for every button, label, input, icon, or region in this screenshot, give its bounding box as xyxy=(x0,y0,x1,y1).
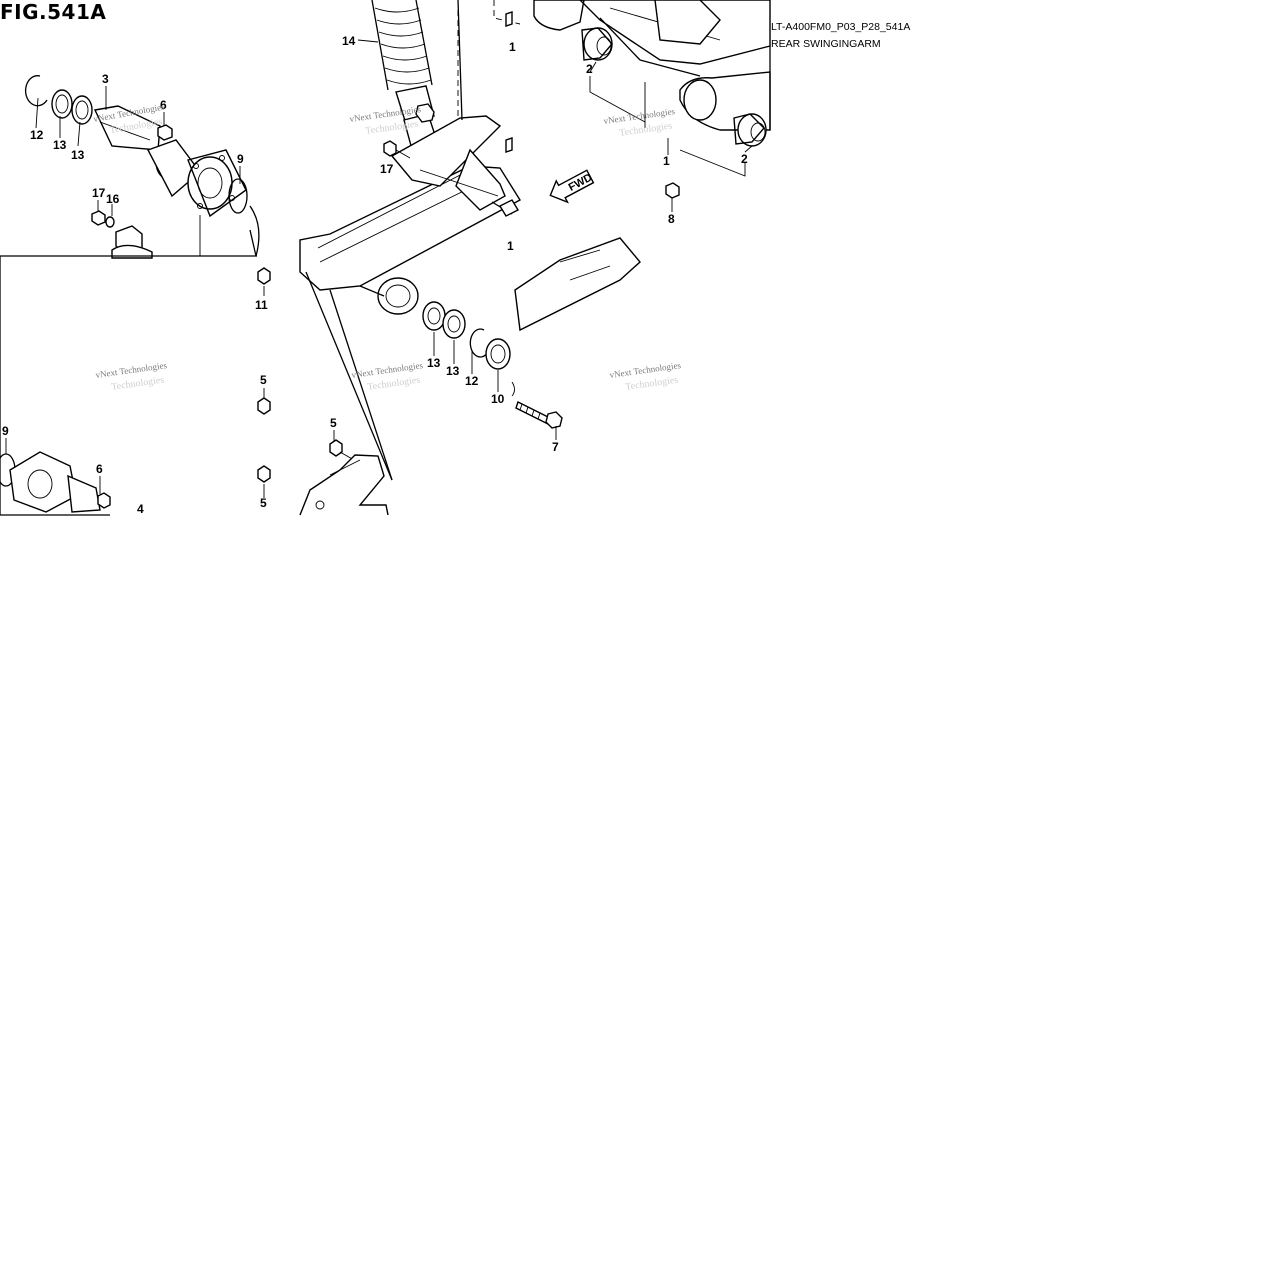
inset-lower-housing xyxy=(0,256,111,516)
fwd-label: FWD xyxy=(567,172,595,194)
leader-lines xyxy=(5,39,753,498)
callout-5b: 5 xyxy=(260,496,267,510)
o-ring-9a xyxy=(228,178,248,214)
washer-16 xyxy=(105,216,115,228)
callout-14: 14 xyxy=(342,34,356,48)
callout-2a: 2 xyxy=(586,62,593,76)
callout-13d: 13 xyxy=(446,364,460,378)
watermark-5b: Technologies xyxy=(367,375,421,393)
callout-2b: 2 xyxy=(741,152,748,166)
circlip-12 xyxy=(24,75,48,107)
nut-17a xyxy=(91,210,106,226)
callout-9a: 9 xyxy=(237,152,244,166)
figure-title: FIG.541A xyxy=(0,0,107,24)
callout-5c: 5 xyxy=(330,416,337,430)
callout-12b: 12 xyxy=(465,374,479,388)
section-name: REAR SWINGINGARM xyxy=(771,38,881,50)
shock-absorber-14 xyxy=(371,0,443,165)
callout-3: 3 xyxy=(102,72,109,86)
bolt-7 xyxy=(515,401,563,429)
bearing-13a xyxy=(51,89,73,119)
watermark-6b: Technologies xyxy=(625,375,679,393)
circlip-12b xyxy=(469,328,489,358)
lower-bracket xyxy=(299,454,389,516)
callout-1-partial-b: 1 xyxy=(507,239,514,253)
callout-7: 7 xyxy=(552,440,559,454)
nut-6a xyxy=(157,124,173,141)
fwd-arrow: FWD xyxy=(549,169,595,204)
callout-1: 1 xyxy=(663,154,670,168)
watermark-3b: Technologies xyxy=(619,121,673,139)
pivot-bearings xyxy=(422,301,515,397)
bearing-13b xyxy=(71,95,93,125)
callout-11: 11 xyxy=(255,298,268,312)
top-center-partial xyxy=(493,0,521,153)
callout-17b: 17 xyxy=(380,162,394,176)
nut-17b xyxy=(383,140,397,157)
callout-13c: 13 xyxy=(427,356,441,370)
callout-1-partial-a: 1 xyxy=(509,40,516,54)
inset-bearing-housing xyxy=(0,75,260,259)
callout-13a: 13 xyxy=(53,138,67,152)
bolt-column xyxy=(249,229,355,483)
nut-8 xyxy=(665,182,680,199)
nut-6b xyxy=(97,492,111,509)
callout-6a: 6 xyxy=(160,98,167,112)
callout-4: 4 xyxy=(137,502,144,516)
swing-arm xyxy=(299,0,641,481)
callout-6b: 6 xyxy=(96,462,103,476)
housing-3 xyxy=(93,105,161,151)
callout-16: 16 xyxy=(106,192,120,206)
callout-12a: 12 xyxy=(30,128,44,142)
callout-10: 10 xyxy=(491,392,505,406)
reference-code: LT-A400FM0_P03_P28_541A xyxy=(771,21,911,33)
callout-13b: 13 xyxy=(71,148,85,162)
callout-17a: 17 xyxy=(92,186,106,200)
callout-numbers: 12 13 13 3 6 9 17 16 14 17 1 1 11 5 5 5 … xyxy=(2,34,748,516)
seal-10 xyxy=(485,338,511,370)
callout-8: 8 xyxy=(668,212,675,226)
inset-swing-arm-bushings xyxy=(533,0,771,199)
callout-9b: 9 xyxy=(2,424,9,438)
watermark-4b: Technologies xyxy=(111,375,165,393)
callout-5a: 5 xyxy=(260,373,267,387)
